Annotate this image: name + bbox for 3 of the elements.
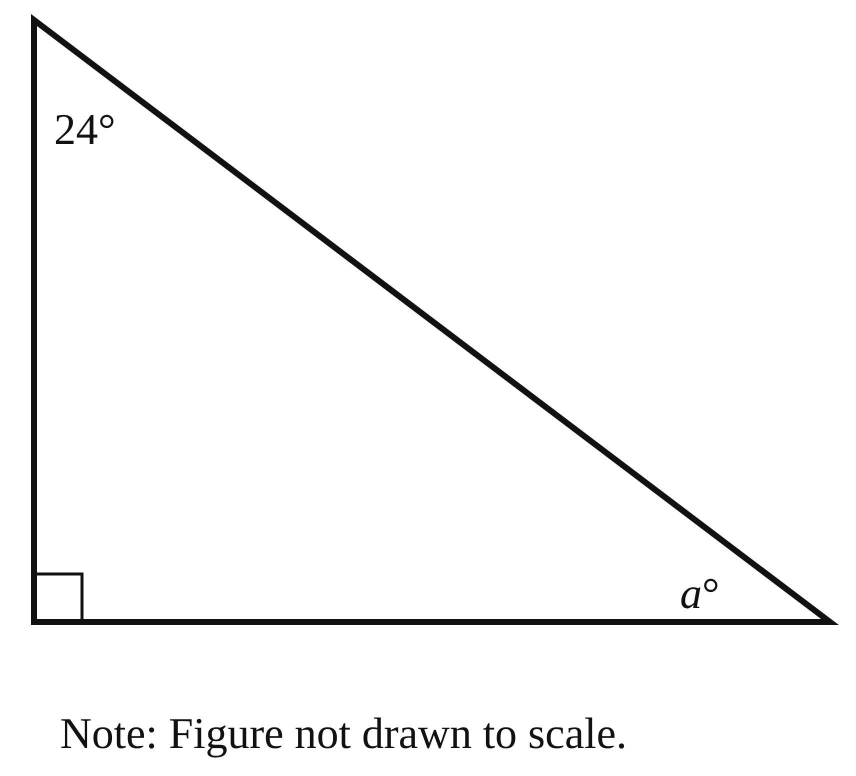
note-text: Note: Figure not drawn to scale. xyxy=(60,712,627,756)
angle-label: a° xyxy=(680,572,720,616)
angle-label: 24° xyxy=(54,108,116,152)
